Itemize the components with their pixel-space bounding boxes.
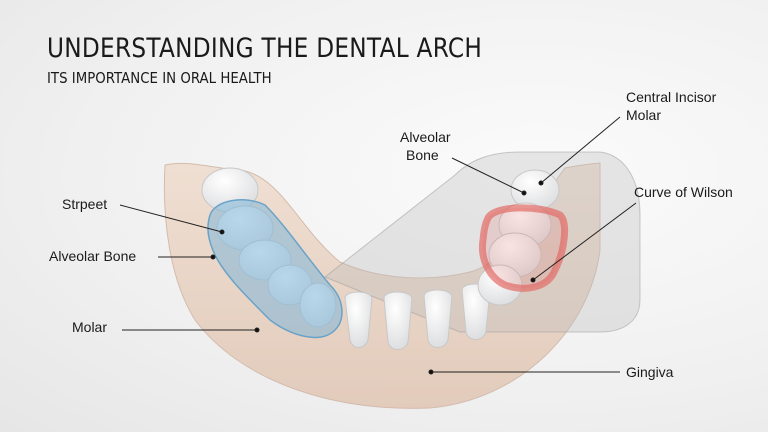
label-alveolar-bone-right: Alveolar Bone: [400, 128, 451, 164]
page-subtitle: ITS IMPORTANCE IN ORAL HEALTH: [47, 69, 272, 87]
label-molar-left: Molar: [72, 319, 108, 335]
label-central-incisor-line1: Central Incisor: [626, 89, 717, 105]
label-central-incisor: Central Incisor Molar: [626, 88, 716, 124]
blue-highlight-region: [207, 199, 343, 339]
label-gingiva: Gingiva: [626, 364, 674, 380]
label-bone-line2: Bone: [406, 147, 439, 163]
curve-of-wilson-outline: [478, 204, 569, 292]
leader-lines: [119, 116, 637, 375]
label-strpeet: Strpeet: [62, 196, 108, 212]
label-alveolar-bone-left: Alveolar Bone: [49, 248, 137, 264]
anterior-teeth: [344, 283, 491, 350]
label-alveolar-line1: Alveolar: [400, 129, 451, 145]
right-posterior-teeth: [477, 169, 560, 306]
label-curve-of-wilson: Curve of Wilson: [634, 184, 733, 200]
page-title: UNDERSTANDING THE DENTAL ARCH: [47, 33, 483, 64]
label-central-incisor-line2: Molar: [626, 107, 662, 123]
